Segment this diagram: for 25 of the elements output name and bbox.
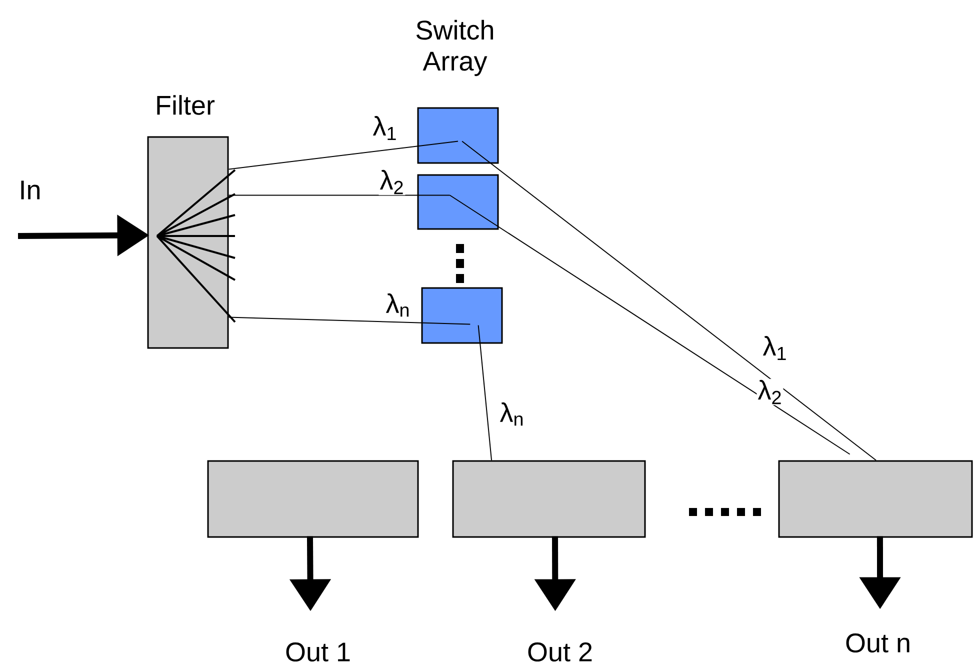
edge-label: λ$_{2}$: [378, 168, 406, 196]
edge-label: λ$_{n}$: [498, 401, 526, 427]
output-box: [778, 460, 973, 538]
connection-line: [228, 194, 450, 196]
text-label: In: [21, 180, 40, 200]
output-label: Out 2: [528, 642, 592, 662]
filter-box: Filter: [147, 95, 229, 349]
output-box: [452, 460, 646, 538]
connection-line: [228, 316, 471, 325]
switch-box: [417, 174, 499, 230]
text-label: Switch Array: [416, 20, 494, 76]
edge-label: λ$_{n}$: [384, 292, 412, 318]
edge-label: λ$_{1}$: [762, 335, 788, 361]
output-box: [207, 460, 419, 538]
edge-label: λ$_{1}$: [372, 115, 398, 141]
connection-line: [478, 324, 492, 461]
connection-line: [449, 194, 850, 455]
edge-label: λ$_{2}$: [756, 378, 784, 406]
switch-box: [421, 287, 503, 344]
switch-box: [417, 107, 499, 164]
node-label: Filter: [157, 95, 215, 115]
connection-line: [228, 140, 458, 170]
output-label: Out 1: [286, 642, 350, 662]
connection-line: [462, 140, 876, 461]
output-label: Out n: [846, 633, 910, 653]
